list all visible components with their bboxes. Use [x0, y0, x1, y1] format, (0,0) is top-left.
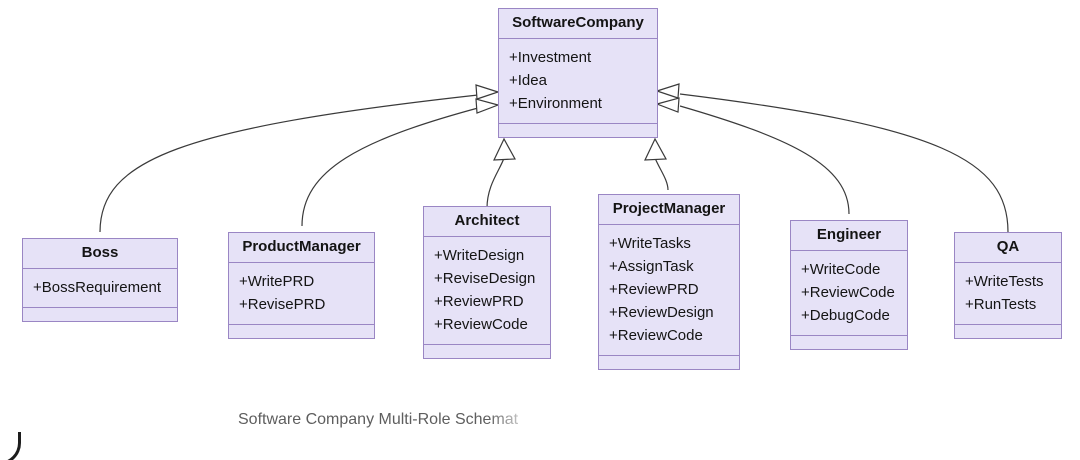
class-box-product-manager[interactable]: ProductManager +WritePRD +RevisePRD [228, 232, 375, 339]
class-operations-qa [955, 325, 1061, 338]
attribute-item: +Idea [509, 72, 547, 89]
attribute-item: +Environment [509, 95, 602, 112]
class-name-engineer: Engineer [791, 221, 907, 251]
attribute-item: +ReviewCode [801, 284, 895, 301]
attribute-item: +ReviseDesign [434, 270, 536, 287]
arrowhead-boss [475, 84, 500, 100]
attribute-item: +BossRequirement [33, 279, 161, 296]
attribute-item: +ReviewDesign [609, 304, 714, 321]
class-attributes-architect: +WriteDesign +ReviseDesign +ReviewPRD +R… [424, 237, 550, 345]
class-name-project-manager: ProjectManager [599, 195, 739, 225]
attribute-item: +ReviewCode [434, 316, 528, 333]
attribute-item: +ReviewCode [609, 327, 703, 344]
edge-boss [99, 94, 479, 233]
diagram-caption-wrapper: Software Company Multi-Role Schemat [238, 404, 658, 438]
attribute-item: +WritePRD [239, 273, 315, 290]
class-operations-engineer [791, 336, 907, 349]
arrowhead-engineer [655, 97, 680, 113]
class-box-engineer[interactable]: Engineer +WriteCode +ReviewCode +DebugCo… [790, 220, 908, 350]
class-box-software-company[interactable]: SoftwareCompany +Investment +Idea +Envir… [498, 8, 658, 138]
class-attributes-boss: +BossRequirement [23, 269, 177, 308]
attribute-item: +RevisePRD [239, 296, 326, 313]
attribute-item: +WriteTasks [609, 235, 691, 252]
class-attributes-qa: +WriteTests +RunTests [955, 263, 1061, 325]
attribute-item: +WriteTests [965, 273, 1044, 290]
class-box-architect[interactable]: Architect +WriteDesign +ReviseDesign +Re… [423, 206, 551, 359]
arrowhead-qa [655, 83, 680, 99]
class-attributes-software-company: +Investment +Idea +Environment [499, 39, 657, 124]
edge-project-manager [654, 157, 669, 191]
attribute-item: +WriteDesign [434, 247, 525, 264]
arrowhead-architect [493, 137, 516, 161]
corner-arc-artifact [0, 432, 21, 460]
attribute-item: +WriteCode [801, 261, 881, 278]
class-name-qa: QA [955, 233, 1061, 263]
class-operations-boss [23, 308, 177, 321]
attribute-item: +RunTests [965, 296, 1037, 313]
class-name-architect: Architect [424, 207, 550, 237]
attribute-item: +ReviewPRD [609, 281, 699, 298]
arrowhead-project-manager [644, 137, 667, 161]
class-operations-architect [424, 345, 550, 358]
class-operations-software-company [499, 124, 657, 137]
arrowhead-product-manager [475, 98, 500, 114]
attribute-item: +DebugCode [801, 307, 890, 324]
class-attributes-product-manager: +WritePRD +RevisePRD [229, 263, 374, 325]
class-attributes-project-manager: +WriteTasks +AssignTask +ReviewPRD +Revi… [599, 225, 739, 356]
class-box-boss[interactable]: Boss +BossRequirement [22, 238, 178, 322]
class-operations-project-manager [599, 356, 739, 369]
class-operations-product-manager [229, 325, 374, 338]
attribute-item: +Investment [509, 49, 592, 66]
attribute-item: +AssignTask [609, 258, 694, 275]
class-box-project-manager[interactable]: ProjectManager +WriteTasks +AssignTask +… [598, 194, 740, 370]
diagram-caption: Software Company Multi-Role Schemat [238, 411, 519, 428]
class-name-boss: Boss [23, 239, 177, 269]
attribute-item: +ReviewPRD [434, 293, 524, 310]
class-attributes-engineer: +WriteCode +ReviewCode +DebugCode [791, 251, 907, 336]
edge-architect [486, 157, 505, 209]
class-box-qa[interactable]: QA +WriteTests +RunTests [954, 232, 1062, 339]
class-name-software-company: SoftwareCompany [499, 9, 657, 39]
class-name-product-manager: ProductManager [229, 233, 374, 263]
